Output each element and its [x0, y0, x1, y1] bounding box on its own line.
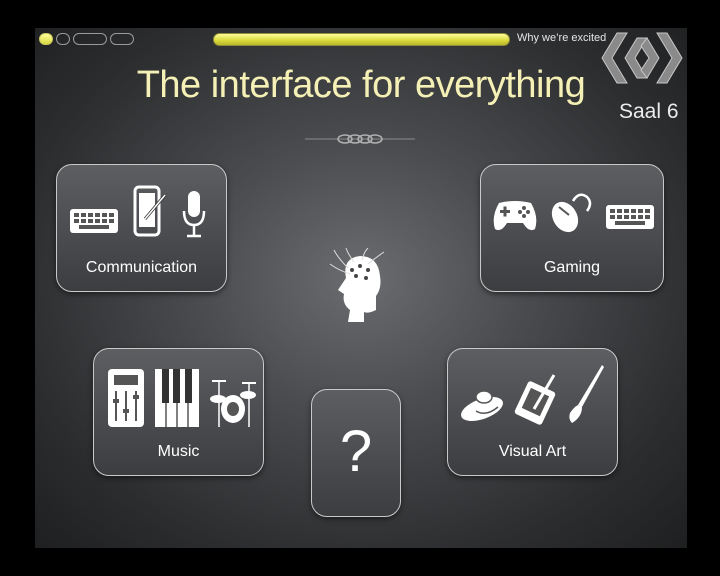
piano-keys-icon [155, 369, 199, 427]
3d-mouse-icon [461, 390, 503, 422]
mouse-icon [551, 193, 592, 233]
nav-dot[interactable] [56, 33, 70, 45]
communication-label: Communication [85, 259, 198, 276]
question-mark: ? [339, 419, 373, 484]
gaming-label: Gaming [543, 259, 601, 276]
eeg-head-icon [329, 248, 385, 322]
visual-art-label: Visual Art [498, 443, 567, 460]
presentation-slide: Why we’re excited Saal 6 The interface f… [35, 28, 687, 548]
music-label: Music [157, 443, 200, 460]
keyboard-icon [606, 205, 654, 229]
slide-navigation [39, 33, 134, 45]
room-label: Saal 6 [619, 100, 679, 123]
paintbrush-icon [569, 365, 604, 423]
page-title: The interface for everything [136, 64, 586, 106]
conference-logo [601, 32, 683, 84]
section-title: Why we’re excited [517, 32, 607, 44]
gaming-box[interactable]: Gaming [480, 164, 664, 292]
communication-box[interactable]: Communication [56, 164, 227, 292]
nav-pill[interactable] [73, 33, 107, 45]
nav-dot-active[interactable] [39, 33, 53, 45]
tablet-pen-icon [133, 185, 167, 237]
divider-ornament [305, 134, 415, 144]
visual-art-box[interactable]: Visual Art [447, 348, 618, 476]
nav-pill[interactable] [110, 33, 134, 45]
keyboard-icon [70, 209, 118, 233]
drum-kit-icon [210, 380, 256, 427]
microphone-icon [182, 191, 206, 238]
progress-bar [213, 33, 510, 46]
music-box[interactable]: Music [93, 348, 264, 476]
drawing-tablet-icon [514, 374, 556, 425]
unknown-application-box[interactable]: ? [311, 389, 401, 517]
mixer-icon [108, 369, 144, 427]
gamepad-icon [493, 201, 537, 231]
